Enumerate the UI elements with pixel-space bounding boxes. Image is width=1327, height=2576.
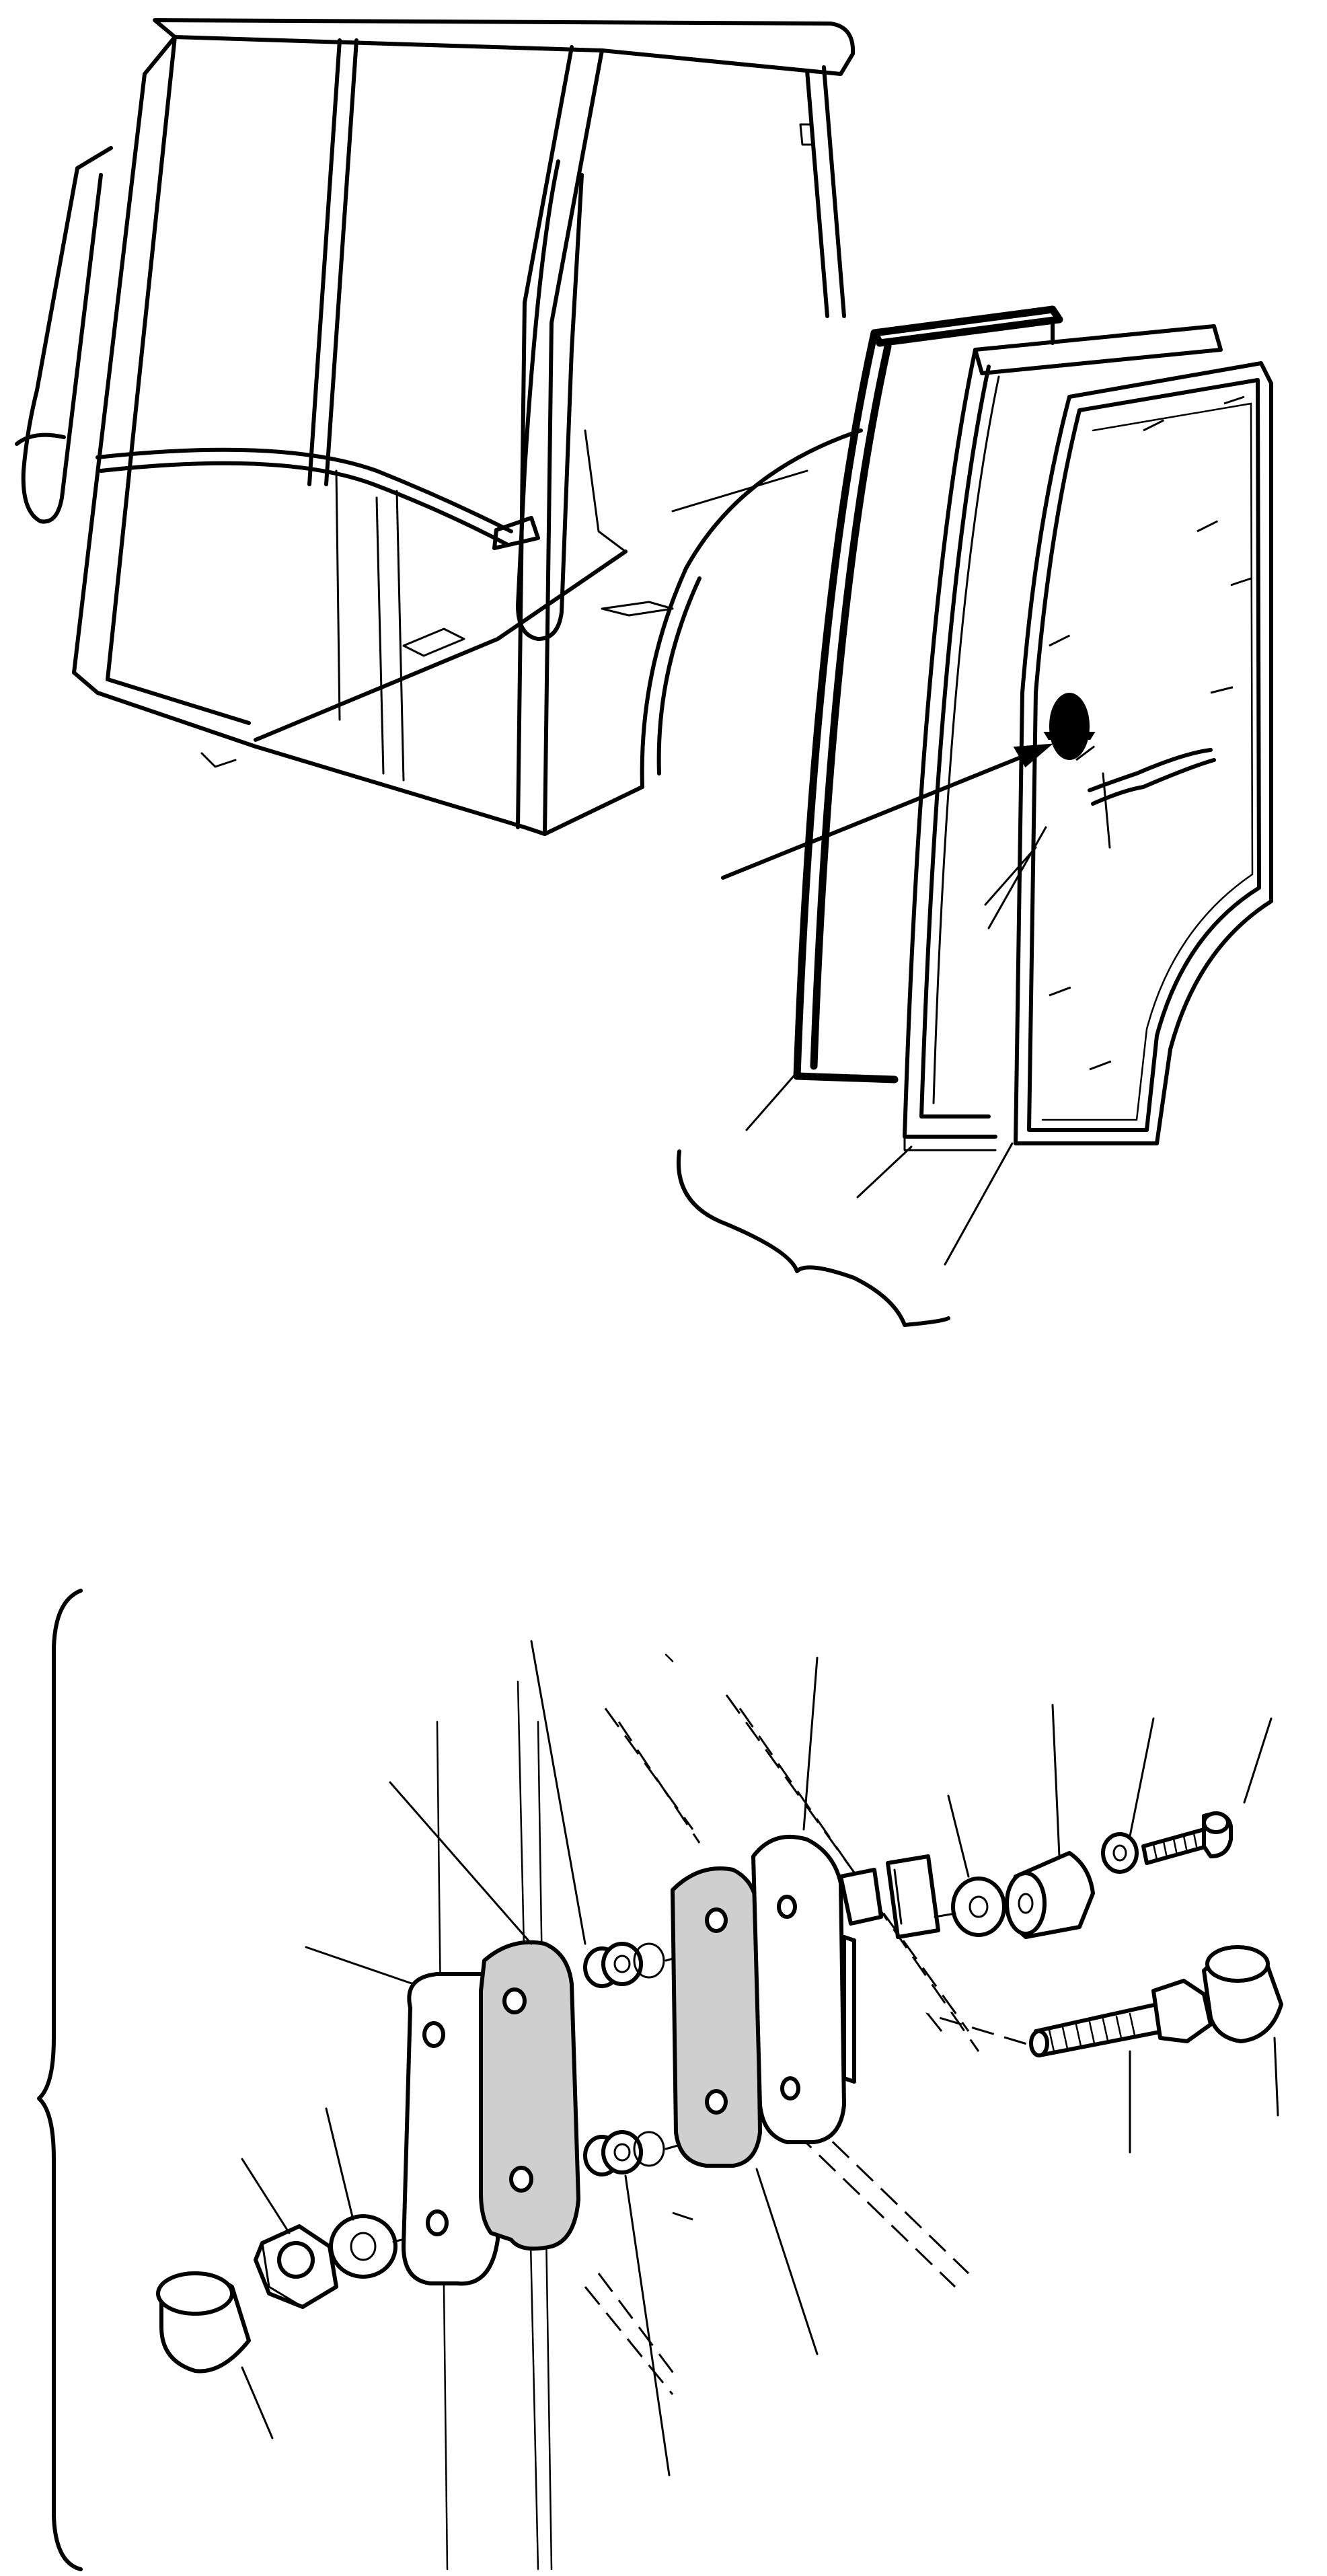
cap-screw-part xyxy=(1141,1811,1233,1865)
spacer-washer-upper xyxy=(583,1942,665,1988)
outer-hinge-plate xyxy=(402,1972,503,2286)
lock-washer-part xyxy=(1101,1832,1139,1874)
door-glass-panel xyxy=(1014,361,1273,1145)
door-frame xyxy=(903,324,1223,1151)
hinge-assembly-brace xyxy=(37,1589,83,2571)
latch-arrow xyxy=(721,743,1053,880)
acorn-cap-part xyxy=(156,2271,251,2374)
door-seal xyxy=(793,305,1063,1084)
plain-washer-part xyxy=(329,2214,397,2279)
hex-nut-part xyxy=(254,2224,338,2309)
rubber-pad-outer xyxy=(479,1940,580,2251)
spacer-washer-lower xyxy=(583,2130,665,2176)
top-callout-leaders xyxy=(745,1075,1014,1266)
hinge-callout-leaders xyxy=(241,1640,1279,2476)
rubber-pad-inner xyxy=(671,1866,762,2168)
hinge-pin-bolt xyxy=(1029,1979,1213,2057)
bushing-washer-part xyxy=(951,1877,1006,1937)
top-assembly-brace xyxy=(676,1149,950,1327)
hinge-bracket xyxy=(751,1834,940,2144)
cone-bushing-part xyxy=(1005,1851,1095,1939)
cab-frame xyxy=(15,18,863,836)
acorn-cap-right xyxy=(1202,1945,1283,2043)
